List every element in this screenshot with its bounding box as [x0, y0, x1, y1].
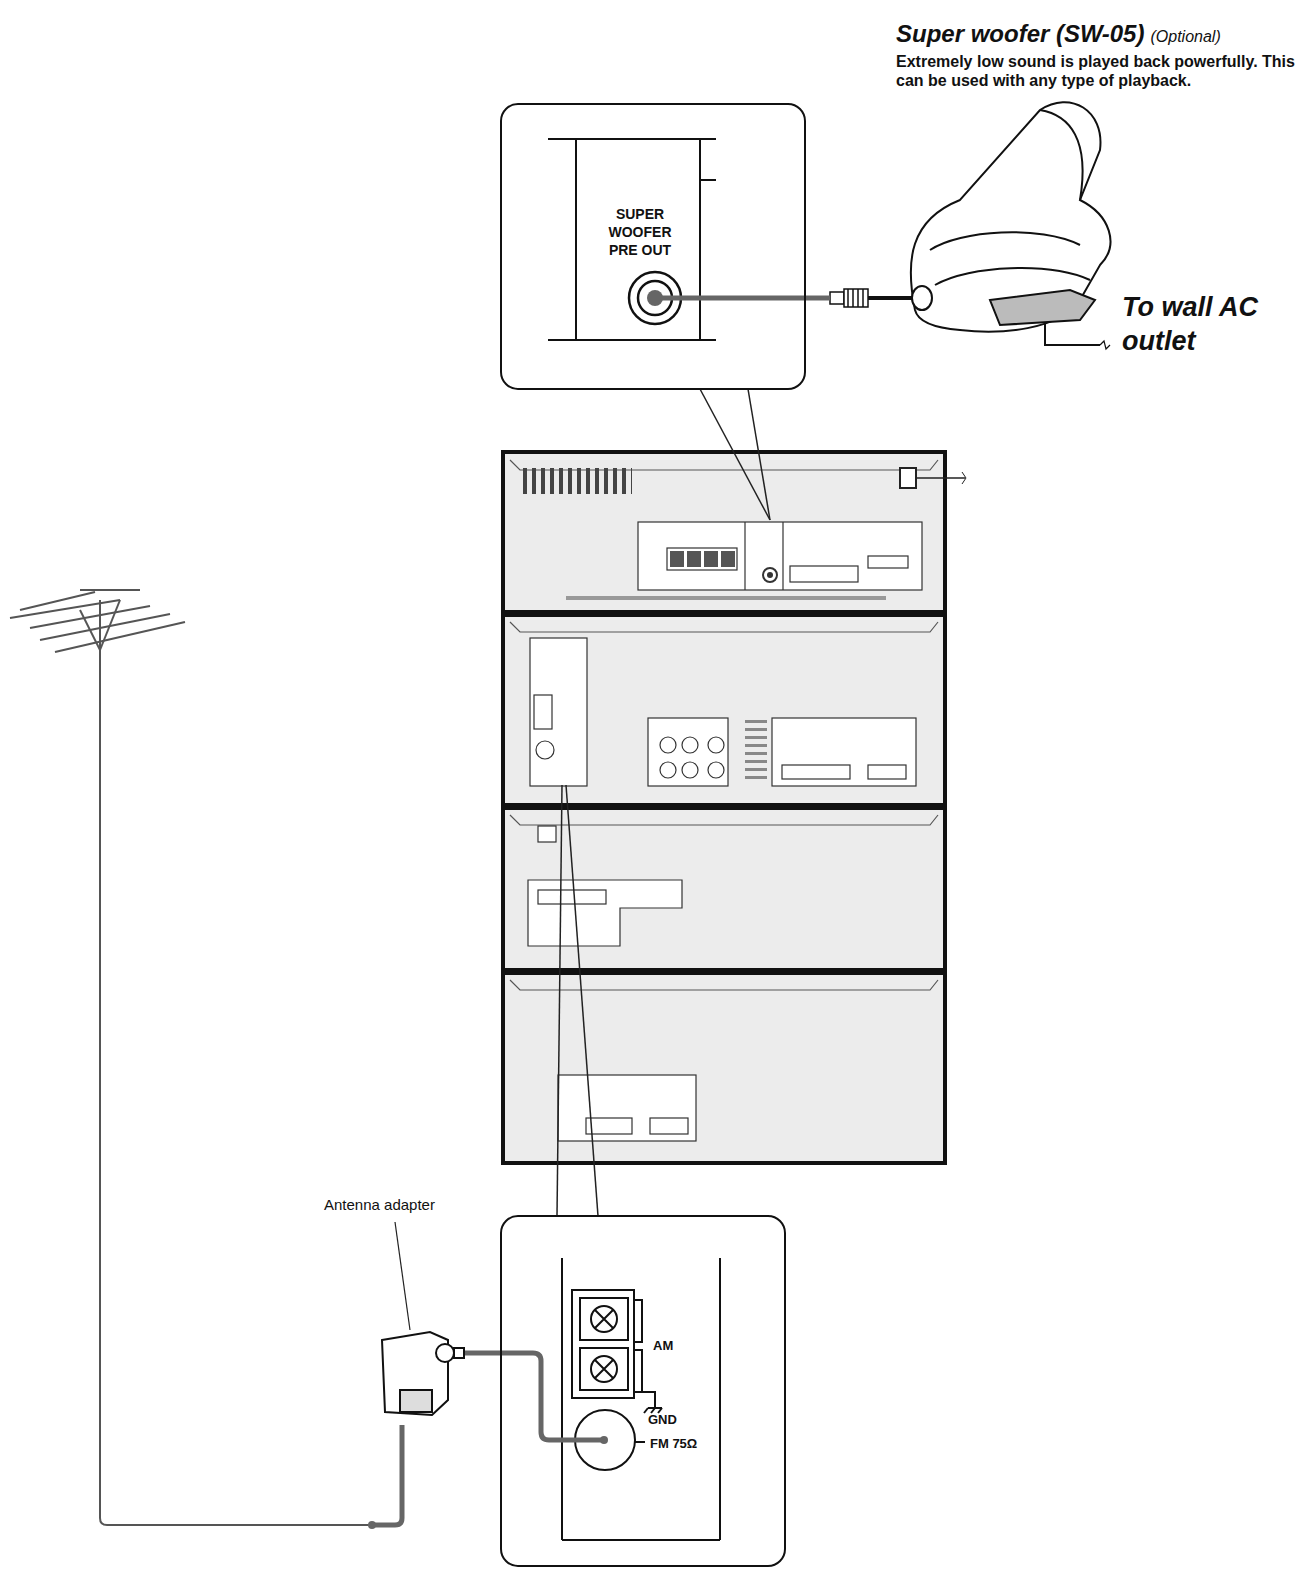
- product-heading: Super woofer (SW-05): [896, 20, 1144, 48]
- terminal-label: GND: [648, 1412, 698, 1427]
- jack-label: SUPER WOOFER PRE OUT: [600, 205, 680, 259]
- optional-note: (Optional): [1150, 28, 1220, 46]
- callout-box: AM GND FM 75Ω: [500, 1215, 786, 1567]
- part-label: Antenna adapter: [324, 1196, 464, 1213]
- cable: [465, 1351, 500, 1356]
- heading-row: Super woofer (SW-05) (Optional): [896, 20, 1306, 48]
- note-label: To wall AC outlet: [1122, 290, 1282, 358]
- terminal-label: FM 75Ω: [650, 1436, 730, 1451]
- terminal-label: AM: [653, 1338, 703, 1353]
- cable: [806, 296, 830, 301]
- callout-box: SUPER WOOFER PRE OUT: [500, 103, 806, 390]
- product-description: Extremely low sound is played back power…: [896, 52, 1308, 90]
- antenna-adapter: Antenna adapter: [320, 1194, 465, 1420]
